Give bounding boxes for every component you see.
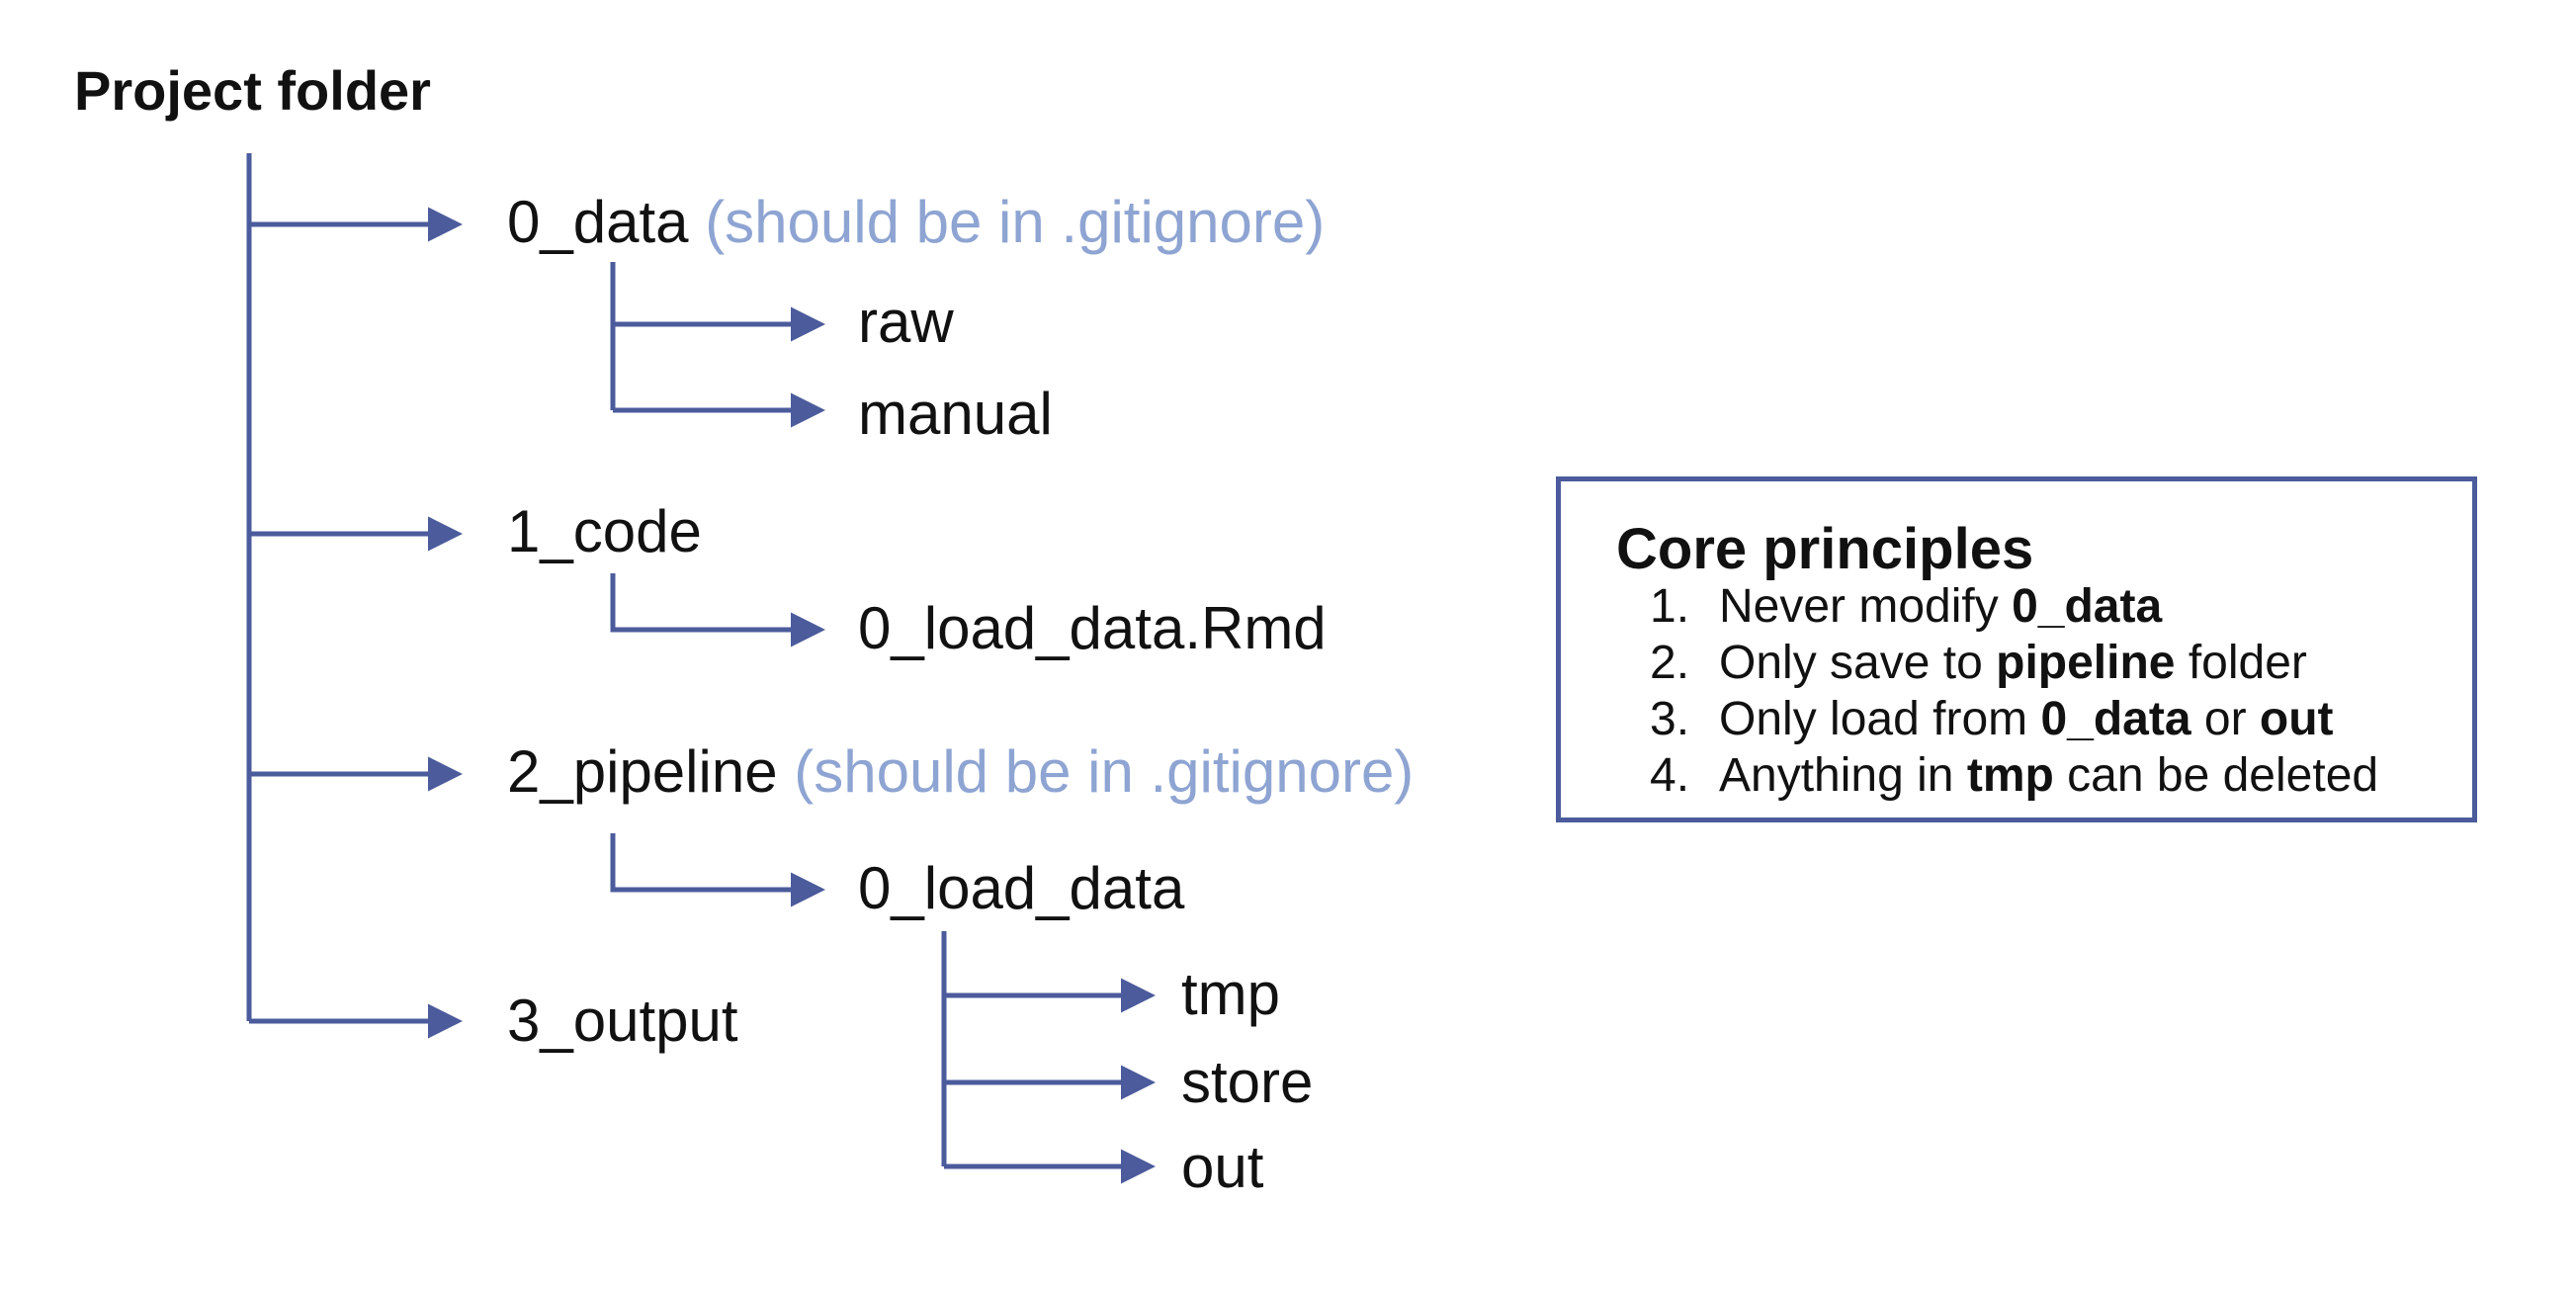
- principle-keyword: pipeline: [1996, 637, 2176, 689]
- principle-item: 4. Anything in tmp can be deleted: [1650, 747, 2378, 804]
- folder-manual: manual: [858, 381, 1053, 447]
- principle-text: Only load from: [1719, 693, 2041, 745]
- gitignore-note: (should be in .gitignore): [794, 738, 1415, 805]
- folder-out: out: [1181, 1134, 1264, 1200]
- folder-name: 0_data: [507, 189, 689, 255]
- principle-text: or: [2190, 693, 2260, 745]
- principle-number: 3.: [1650, 693, 1690, 745]
- pipeline-branch-line: [610, 833, 825, 907]
- principle-text: can be deleted: [2053, 749, 2379, 802]
- principle-text: folder: [2175, 637, 2307, 689]
- file-0-load-data-rmd: 0_load_data.Rmd: [858, 595, 1327, 661]
- principle-number: 2.: [1650, 637, 1690, 689]
- folder-0-data: 0_data (should be in .gitignore): [507, 193, 1325, 252]
- folder-name: 2_pipeline: [507, 738, 778, 805]
- folder-0-load-data: 0_load_data: [858, 855, 1185, 921]
- core-principles-box: Core principles 1. Never modify 0_data 2.…: [1556, 476, 2477, 822]
- folder-tmp: tmp: [1181, 961, 1281, 1027]
- principles-list: 1. Never modify 0_data 2. Only save to pip…: [1650, 578, 2378, 804]
- principle-item: 1. Never modify 0_data: [1650, 578, 2378, 635]
- principle-number: 4.: [1650, 749, 1690, 802]
- folder-2-pipeline: 2_pipeline (should be in .gitignore): [507, 742, 1414, 802]
- code-branch-line: [610, 573, 825, 647]
- folder-3-output: 3_output: [507, 988, 738, 1054]
- principle-keyword: 0_data: [2040, 693, 2191, 745]
- principle-item: 2. Only save to pipeline folder: [1650, 635, 2378, 691]
- principle-keyword: out: [2259, 693, 2334, 745]
- principle-text: Only save to: [1719, 637, 1997, 689]
- principle-text: Anything in: [1719, 749, 1967, 802]
- diagram-title: Project folder: [74, 59, 431, 122]
- principle-keyword: tmp: [1966, 749, 2054, 802]
- gitignore-note: (should be in .gitignore): [705, 189, 1326, 255]
- principle-keyword: 0_data: [2012, 580, 2163, 633]
- core-principles-title: Core principles: [1616, 517, 2034, 581]
- principle-text: Never modify: [1719, 580, 2013, 633]
- folder-raw: raw: [858, 289, 954, 355]
- principle-number: 1.: [1650, 580, 1690, 633]
- folder-store: store: [1181, 1049, 1314, 1115]
- principle-item: 3. Only load from 0_data or out: [1650, 691, 2378, 747]
- folder-1-code: 1_code: [507, 498, 702, 564]
